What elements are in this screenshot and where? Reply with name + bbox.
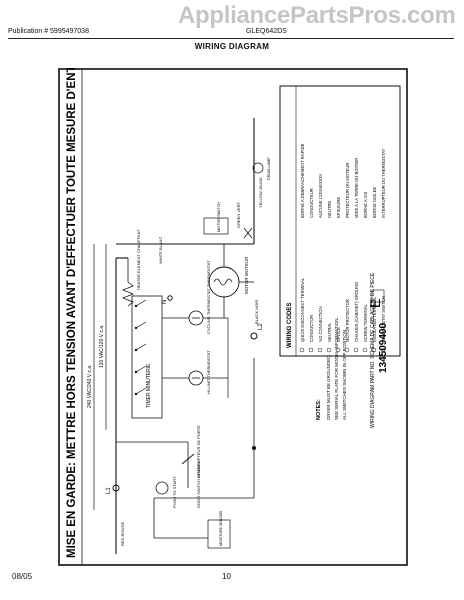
timer-contact [135, 365, 147, 373]
code-symbol-icon [344, 347, 350, 353]
warning-strip: MISE EN GARDE: METTRE HORS TENSION AVANT… [66, 20, 83, 565]
terminal-l2 [250, 332, 258, 340]
revision-letter: E [367, 299, 383, 308]
part-number-block: WIRING DIAGRAM PART NO. SCHEMA DE CABLAG… [367, 272, 389, 428]
label-l1: L1 [106, 487, 112, 494]
thermostat-label: CYCLING THERMOSTAT THERMOSTAT [206, 260, 211, 334]
code-symbol-icon [380, 347, 386, 353]
code-entry: NO CONNECTION [318, 306, 323, 342]
code-symbol-icon [317, 347, 323, 353]
codes-list-fr: BORNE A DEBRANCHEMENT RAPIDE CONDUCTEUR AU… [300, 143, 386, 218]
terminal-l1 [112, 484, 120, 492]
note-1: DRYER MUST BE GROUNDED. [326, 354, 331, 420]
drum-lamp-label: DRUM LAMP [267, 157, 271, 180]
code-symbol-icon [353, 347, 359, 353]
code-symbol-icon [362, 347, 368, 353]
model-number: GLEQ642DS [246, 28, 287, 35]
code-entry: SCREW TERMINAL [363, 303, 368, 342]
label-l2: L2 [258, 323, 264, 330]
hi-limit-label: HI-LIMIT THERMOSTAT [206, 350, 211, 394]
code-symbol-icon [326, 347, 332, 353]
timer-contact-terminal [134, 326, 138, 330]
diagram-border [58, 68, 408, 566]
code-entry: INSULATED TERMINAL [372, 296, 377, 342]
voltage-240-label: 240 VAC/240 V c.a. [87, 364, 93, 408]
code-entry-fr: AUCUNE CONNEXION [318, 174, 323, 218]
terminal-n [167, 295, 173, 301]
watermark-text: AppliancePartsPros.com [178, 2, 456, 29]
code-symbol-icon [308, 347, 314, 353]
code-entry: SPLICE [336, 327, 341, 342]
timer-contact [135, 299, 147, 307]
code-entry: CONDUCTOR [309, 315, 314, 342]
page-title: WIRING DIAGRAM [194, 42, 270, 51]
publication-number: Publication # 5995497038 [8, 28, 89, 35]
timer-block: TIMER MINUTERIE [131, 295, 163, 419]
wiring-diagram-svg: MISE EN GARDE: METTRE HORS TENSION AVANT… [58, 20, 408, 566]
codes-list: QUICK DISCONNECT TERMINAL CONDUCTOR NO CON… [299, 277, 386, 353]
part-number: 134509400 [378, 323, 389, 373]
line-rails: L1 L2 N RED ROUGE BLACK NOIR [106, 118, 264, 554]
header-rule [8, 38, 454, 39]
wiring-diagram-frame: MISE EN GARDE: METTRE HORS TENSION AVANT… [58, 20, 408, 566]
timer-contact-terminal [134, 348, 138, 352]
code-entry-fr: CONDUCTEUR [309, 188, 314, 218]
footer-date: 08/05 [12, 572, 33, 581]
note-3: ALL SWITCHES SHOWN IN OFF POSITION. [342, 329, 347, 420]
code-symbol-icon [371, 347, 377, 353]
motor-block: MOTOR MOTEUR MOTOR SWITCH YELLOW JAUNE G… [203, 157, 271, 318]
code-entry: NEUTRAL [327, 322, 332, 342]
code-entry-fr: BORNE A VIS [363, 191, 368, 218]
note-2: SEE SERIAL PLATE FOR MODEL INFORMATION. [334, 317, 339, 420]
heater-label: HEATER ELEMENT CHAUFFANT [136, 228, 141, 290]
code-entry-fr: INTERRUPTEUR DU THERMOSTAT [381, 148, 386, 218]
wire-yellow-label: YELLOW JAUNE [258, 177, 263, 208]
part-label: WIRING DIAGRAM PART NO. SCHEMA DE CABLAG… [370, 272, 376, 428]
timer-label: TIMER MINUTERIE [146, 363, 152, 408]
wire-green-label: GREEN VERT [236, 202, 241, 228]
code-entry-fr: BORNE ISOLEE [372, 187, 377, 218]
voltage-120-label: 120 VAC/120 V c.a. [99, 324, 105, 368]
code-entry: CHASSIS (CABINET) GROUND [354, 282, 359, 342]
door-switch-label: DOOR SWITCH INTERRUPTEUR DE PORTE [196, 425, 201, 508]
code-entry-fr: NEUTRE [327, 201, 332, 218]
code-entry-fr: PROTECTEUR DU MOTEUR [345, 163, 350, 218]
moisture-sensor-label: MOISTURE SENSOR [219, 510, 223, 546]
heater-block: HEATER ELEMENT CHAUFFANT CYCLING THERMOS… [121, 228, 229, 398]
codes-title: WIRING CODES [287, 303, 293, 348]
timer-contact [135, 321, 147, 329]
footer-page-number: 10 [222, 572, 231, 581]
timer-contact [135, 387, 147, 395]
code-entry-fr: MISE A LA TERRE DU BOITIER [354, 158, 359, 218]
timer-contact-terminal [134, 304, 138, 308]
voltage-bars: 240 VAC/240 V c.a. 120 VAC/120 V c.a. [87, 244, 107, 510]
code-entry-fr: EPISSURE [336, 197, 341, 218]
timer-contact [135, 343, 147, 351]
wire-white-label: WHITE BLANC [158, 237, 163, 264]
notes-block: NOTES: DRYER MUST BE GROUNDED. SEE SERIA… [316, 317, 347, 420]
timer-contact-terminal [134, 370, 138, 374]
lower-wiring: MOISTURE SENSOR WHITE BLANC ORANGE [153, 237, 256, 549]
motor-switch-label: MOTOR SWITCH [217, 202, 221, 232]
code-symbol-icon [335, 347, 341, 353]
warning-text: MISE EN GARDE: METTRE HORS TENSION AVANT… [66, 68, 78, 558]
code-symbol-icon [299, 347, 305, 353]
code-entry: QUICK DISCONNECT TERMINAL [300, 277, 305, 342]
code-entry: THERMOSTAT SWITCH [381, 296, 386, 342]
code-entry-fr: BORNE A DEBRANCHEMENT RAPIDE [300, 143, 305, 218]
wire-orange-label: ORANGE [196, 460, 201, 478]
timer-contact-terminal [134, 392, 138, 396]
code-entry: MOTOR PROTECTOR [345, 299, 350, 342]
door-switch-block: DOOR SWITCH INTERRUPTEUR DE PORTE PUSH T… [116, 425, 201, 508]
wire-black-label: BLACK NOIR [254, 300, 259, 324]
wire-red-label: RED ROUGE [120, 521, 125, 546]
motor-label: MOTOR MOTEUR [244, 256, 249, 294]
notes-title: NOTES: [316, 399, 322, 420]
start-switch-label: PUSH TO START [172, 476, 177, 508]
label-n: N [162, 300, 168, 304]
wiring-codes-box: WIRING CODES QUICK DISCONNECT TERMINAL CO… [279, 85, 401, 357]
